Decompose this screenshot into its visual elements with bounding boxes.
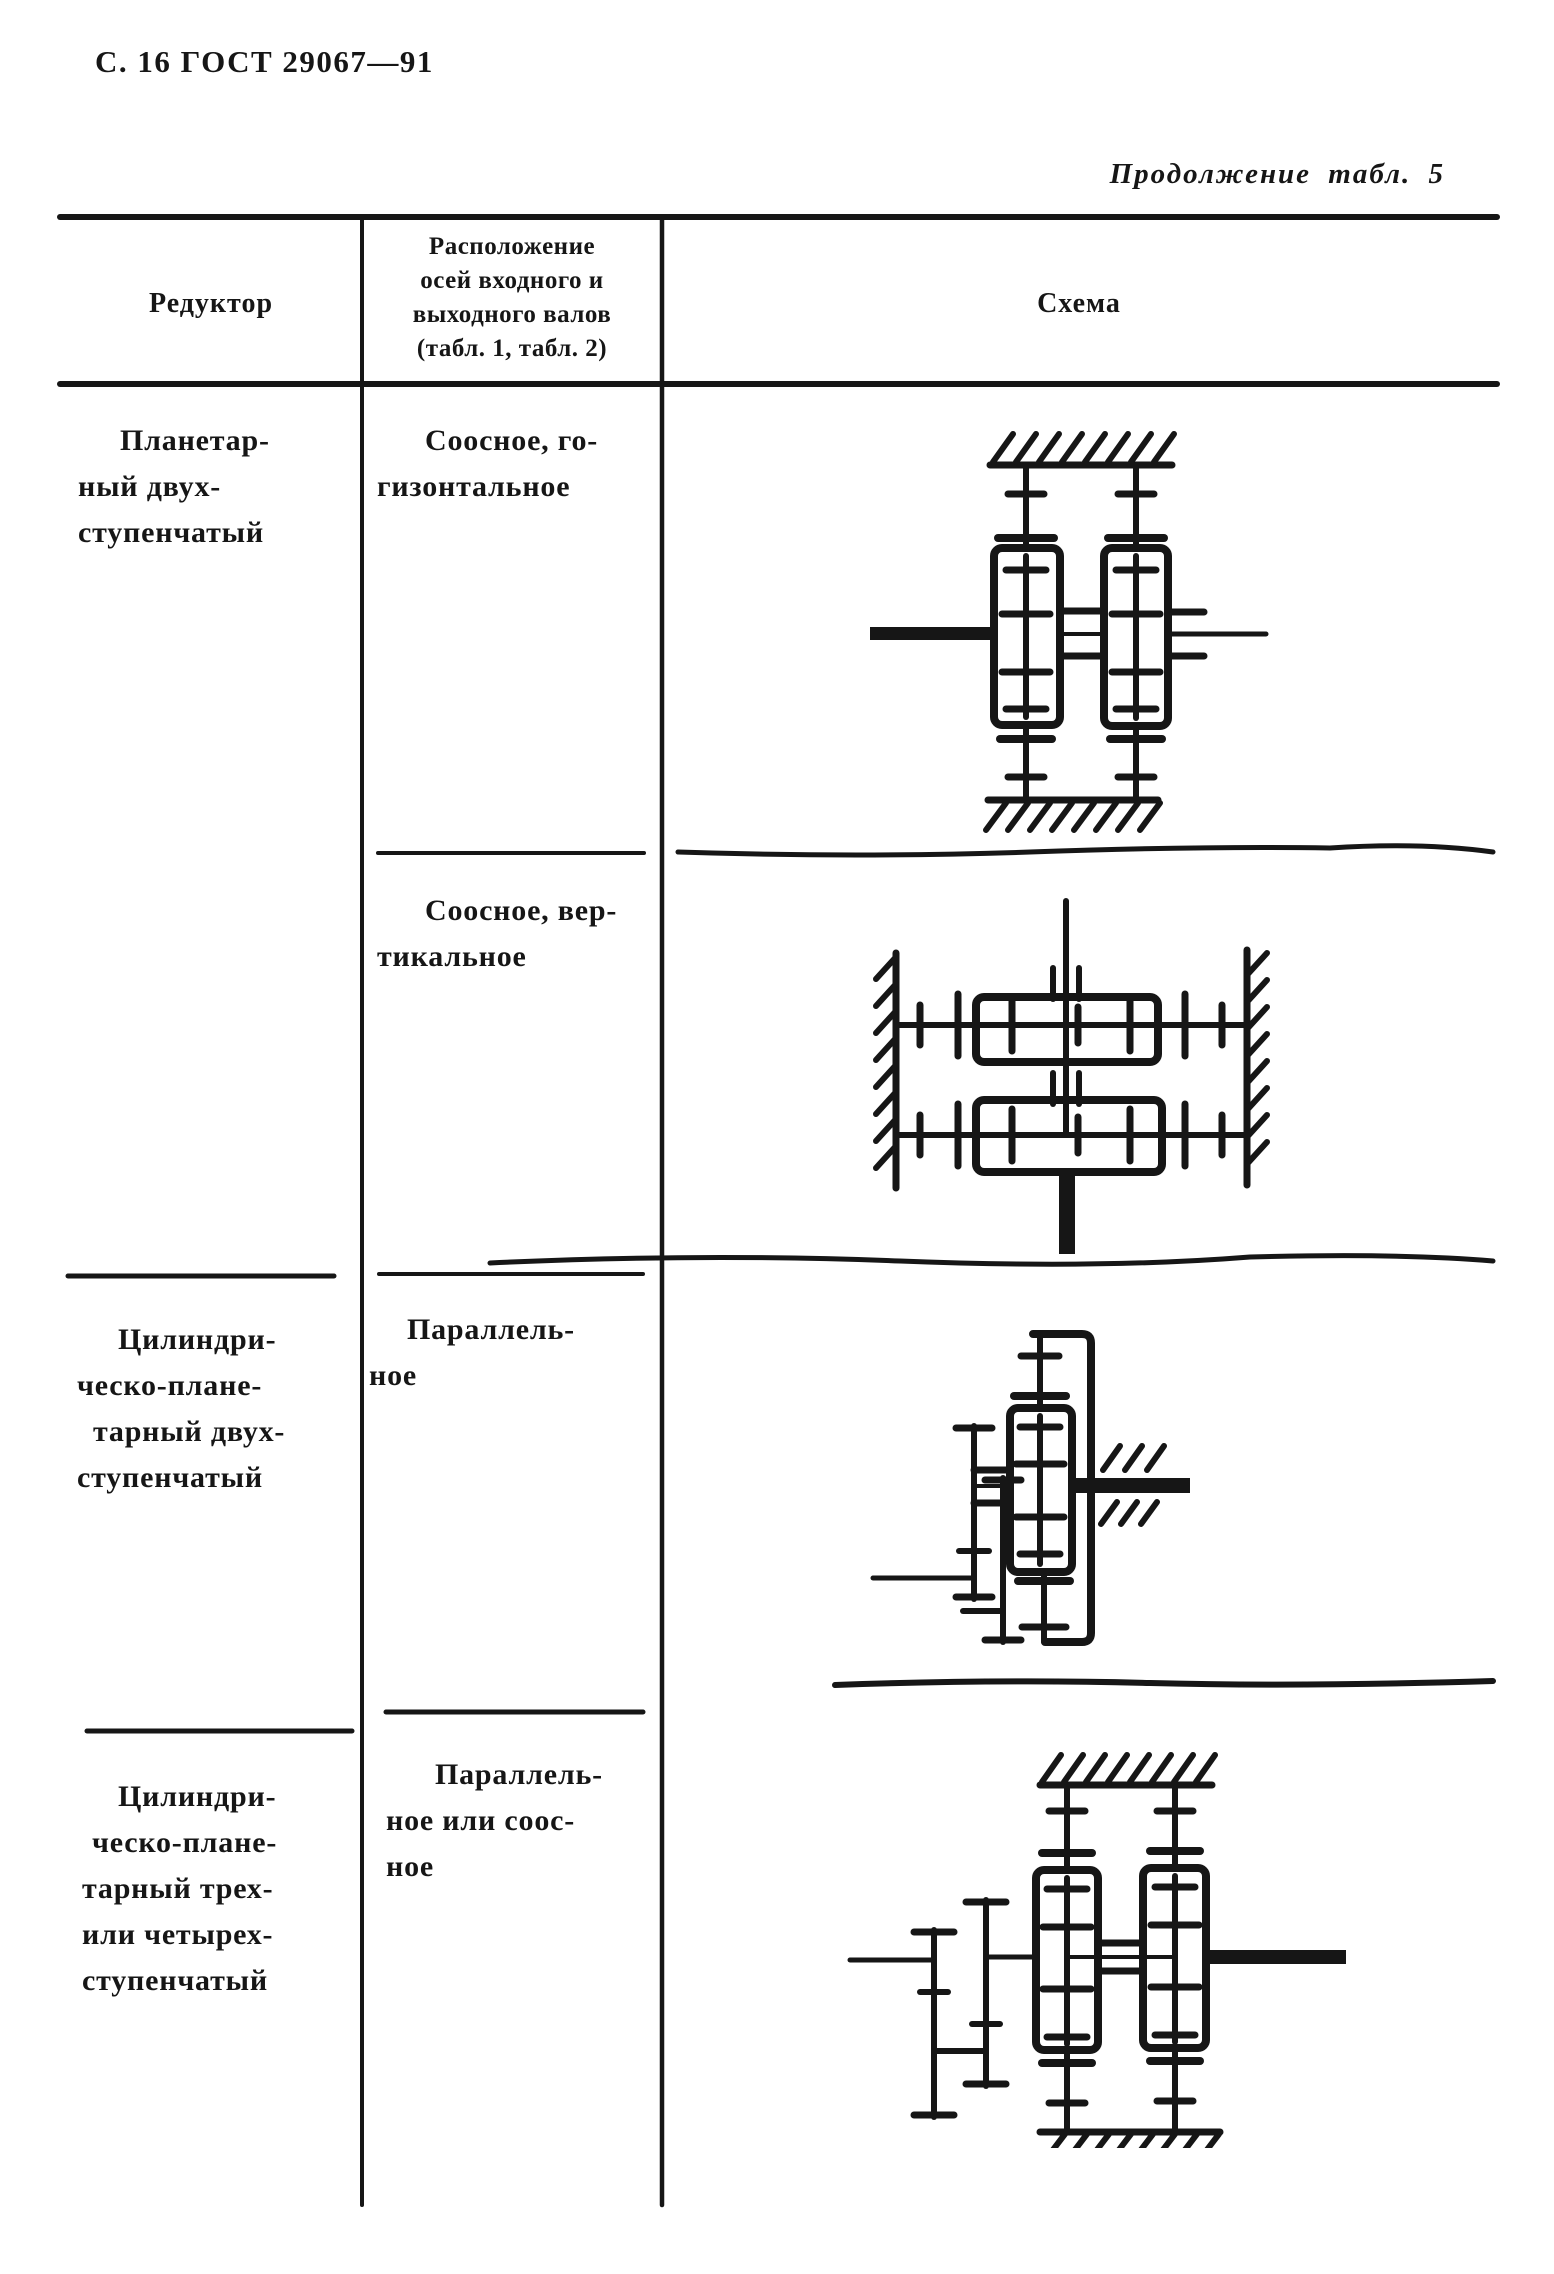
- row3-reducer-cell: Цилиндри- ческо-плане- тарный двух- ступ…: [77, 1317, 285, 1501]
- column-header-axes-line: выходного валов: [412, 301, 612, 328]
- axes-line: Соосное, вер-: [425, 894, 618, 927]
- reducer-line: тарный трех-: [82, 1872, 274, 1905]
- row3-axes-cell: Параллель- ное: [369, 1307, 575, 1399]
- axes-line: Параллель-: [407, 1313, 575, 1346]
- cylindrical-planetary-three-or-four-stage-diagram: [847, 1752, 1346, 2148]
- column-header-reducer: Редуктор: [148, 288, 274, 319]
- axes-line: Параллель-: [435, 1758, 603, 1791]
- row4-reducer-cell: Цилиндри- ческо-плане- тарный трех- или …: [82, 1774, 277, 2004]
- column-header-axes: Расположение осей входного и выходного в…: [366, 230, 658, 366]
- row1-axes-cell: Соосное, го- гизонтальное: [377, 418, 598, 510]
- reducer-line: ческо-плане-: [92, 1826, 278, 1859]
- reducer-line: ный двух-: [78, 470, 222, 503]
- planetary-two-stage-coaxial-horizontal-diagram: [870, 431, 1269, 833]
- reducer-line: Цилиндри-: [118, 1780, 277, 1813]
- reducer-line: ступенчатый: [78, 516, 264, 549]
- page-header: С. 16 ГОСТ 29067—91: [95, 44, 434, 79]
- axes-line: ное: [369, 1359, 418, 1392]
- column-header-axes-line: (табл. 1, табл. 2): [416, 335, 608, 362]
- reducer-line: ступенчатый: [77, 1461, 263, 1494]
- axes-line: тикальное: [377, 940, 527, 973]
- row2-axes-cell: Соосное, вер- тикальное: [377, 888, 617, 980]
- column-header-axes-line: осей входного и: [420, 267, 604, 294]
- cylindrical-planetary-two-stage-parallel-diagram: [870, 1330, 1190, 1646]
- reducer-line: ступенчатый: [82, 1964, 268, 1997]
- column-header-schema: Схема: [1037, 288, 1121, 319]
- row1-reducer-cell: Планетар- ный двух- ступенчатый: [78, 418, 270, 556]
- column-header-axes-line: Расположение: [428, 233, 596, 260]
- axes-line: гизонтальное: [377, 470, 571, 503]
- axes-line: ное или соос-: [386, 1804, 576, 1837]
- axes-line: ное: [386, 1850, 435, 1883]
- reducer-line: Планетар-: [120, 424, 270, 457]
- axes-line: Соосное, го-: [425, 424, 599, 457]
- reducer-line: ческо-плане-: [77, 1369, 263, 1402]
- reducer-line: Цилиндри-: [118, 1323, 277, 1356]
- reducer-line: или четырех-: [82, 1918, 274, 1951]
- reducer-line: тарный двух-: [93, 1415, 286, 1448]
- table-caption: Продолжение табл. 5: [1109, 158, 1445, 190]
- planetary-two-stage-coaxial-vertical-diagram: [873, 898, 1270, 1254]
- row4-axes-cell: Параллель- ное или соос- ное: [386, 1752, 603, 1890]
